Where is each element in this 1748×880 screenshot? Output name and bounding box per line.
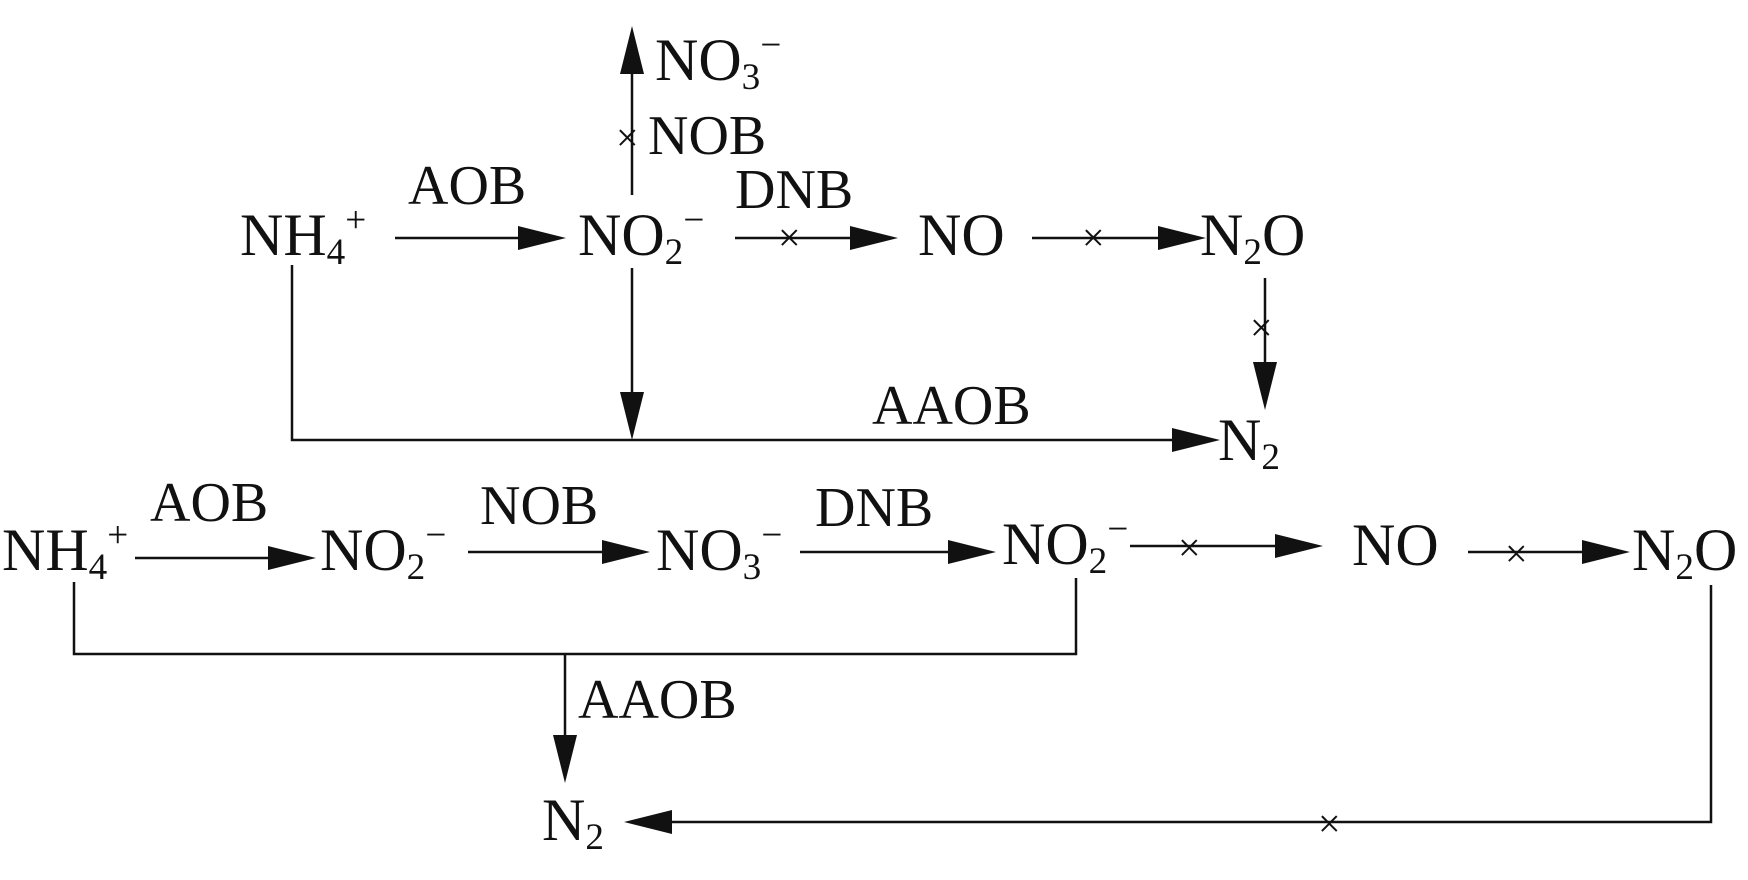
lower-label-nob: NOB [480,475,599,537]
arrowhead [620,392,644,440]
arrowhead [1253,362,1277,410]
arrowhead [1172,428,1220,452]
lower-nitrogen: N2 [542,787,604,858]
upper-nitric-oxide: NO [918,202,1005,268]
blocked-mark: × [778,215,801,260]
lower-label-dnb: DNB [815,477,934,539]
arrowhead [602,540,650,564]
lower-nitrate: NO3− [656,514,783,588]
upper-nitrogen: N2 [1218,407,1280,478]
blocked-mark: × [1250,305,1273,350]
lower-ammonium: NH4+ [2,514,129,588]
blocked-mark: × [1318,801,1341,846]
blocked-mark: × [1178,525,1201,570]
arrowhead [553,735,577,783]
lower-nitric-oxide: NO [1352,512,1439,578]
arrow-upper-nh4-to-n2-aaob [290,265,1172,442]
upper-nitrous-oxide: N2O [1200,202,1306,273]
arrowhead [1158,226,1206,250]
lower-nitrous-oxide: N2O [1632,517,1738,588]
upper-label-nob: NOB [648,105,767,167]
arrowhead [624,810,672,834]
upper-label-dnb: DNB [735,159,854,221]
lower-nitrite-1: NO2− [320,514,447,588]
arrowhead [850,226,898,250]
arrow-lower-bracket-aaob [72,578,1078,656]
arrowhead [268,546,316,570]
upper-nitrate: NO3− [655,24,782,98]
arrow-lower-n2o-to-n2 [672,585,1713,824]
arrowhead [620,26,644,74]
lower-label-aob: AOB [150,472,269,534]
arrowhead [948,540,996,564]
upper-nitrite: NO2− [578,199,705,273]
upper-label-aaob: AAOB [872,375,1031,437]
blocked-mark: × [616,115,639,160]
arrowhead [1275,534,1323,558]
lower-label-aaob: AAOB [578,669,737,731]
lower-nitrite-2: NO2− [1002,508,1129,582]
upper-label-aob: AOB [408,155,527,217]
blocked-mark: × [1082,215,1105,260]
arrowhead [518,226,566,250]
blocked-mark: × [1505,531,1528,576]
arrowhead [1582,540,1630,564]
upper-ammonium: NH4+ [240,199,367,273]
